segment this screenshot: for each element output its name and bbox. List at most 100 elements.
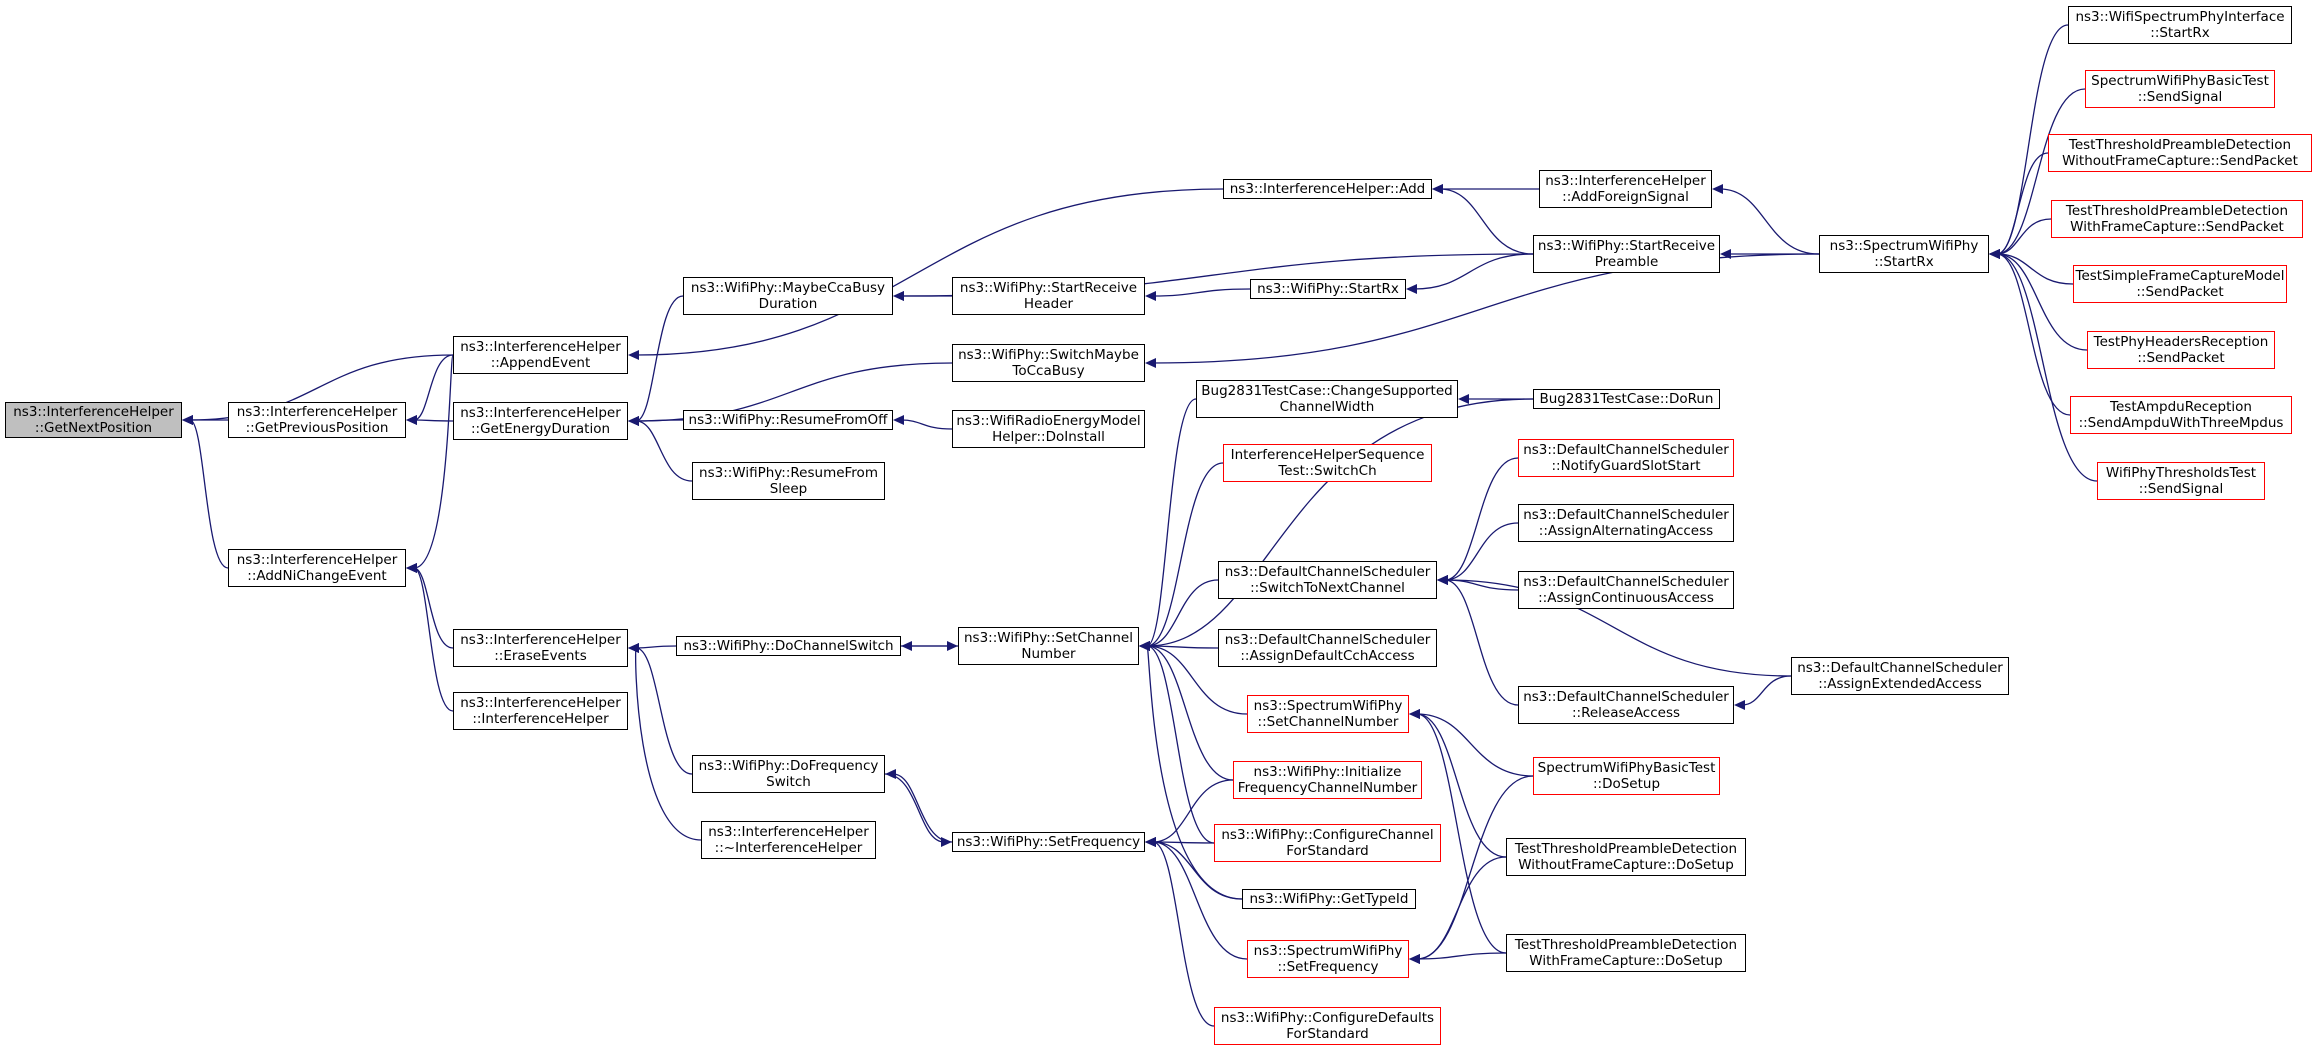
node-label: ns3::WifiPhy::StartReceive bbox=[1537, 238, 1716, 254]
node-bug2831-dorun[interactable]: Bug2831TestCase::DoRun bbox=[1533, 389, 1720, 409]
node-dcs-switchtonextchannel[interactable]: ns3::DefaultChannelScheduler::SwitchToNe… bbox=[1218, 561, 1437, 599]
node-label: Switch bbox=[766, 774, 811, 790]
call-edge-arrowhead bbox=[1712, 184, 1723, 194]
call-edge bbox=[1146, 398, 1197, 647]
node-testsimpleframecapturemodel-sendpacket[interactable]: TestSimpleFrameCaptureModel::SendPacket bbox=[2073, 265, 2287, 303]
node-dcs-notifyguardslotstart[interactable]: ns3::DefaultChannelScheduler::NotifyGuar… bbox=[1518, 439, 1734, 477]
node-resumefromoff[interactable]: ns3::WifiPhy::ResumeFromOff bbox=[683, 410, 893, 430]
call-edge bbox=[884, 773, 945, 843]
node-testphyheadersreception-sendpacket[interactable]: TestPhyHeadersReception::SendPacket bbox=[2087, 331, 2275, 369]
call-edge bbox=[1444, 457, 1519, 581]
node-label: Preamble bbox=[1594, 254, 1659, 270]
call-edge bbox=[413, 419, 454, 422]
node-interferencehelper-add[interactable]: ns3::InterferenceHelper::Add bbox=[1223, 179, 1432, 199]
node-label: ns3::SpectrumWifiPhy bbox=[1829, 238, 1979, 254]
call-edge bbox=[1152, 841, 1243, 900]
node-label: ::AddNiChangeEvent bbox=[247, 568, 387, 584]
node-dcs-assignalternatingaccess[interactable]: ns3::DefaultChannelScheduler::AssignAlte… bbox=[1518, 504, 1734, 542]
node-wifispectrumphyinterface-startrx[interactable]: ns3::WifiSpectrumPhyInterface::StartRx bbox=[2068, 6, 2292, 44]
node-spectrumwifiphy-setfrequency[interactable]: ns3::SpectrumWifiPhy::SetFrequency bbox=[1247, 940, 1409, 978]
node-dcs-assignextendedaccess[interactable]: ns3::DefaultChannelScheduler::AssignExte… bbox=[1791, 657, 2009, 695]
node-spectrumwifiphy-setchannelnumber[interactable]: ns3::SpectrumWifiPhy::SetChannelNumber bbox=[1247, 695, 1409, 733]
node-spectrumwifiphy-startrx[interactable]: ns3::SpectrumWifiPhy::StartRx bbox=[1819, 235, 1989, 273]
call-edge bbox=[1996, 253, 2098, 482]
node-label: ToCcaBusy bbox=[1012, 363, 1085, 379]
node-interferencehelper-ctor[interactable]: ns3::InterferenceHelper::InterferenceHel… bbox=[453, 692, 628, 730]
node-label: TestThresholdPreambleDetection bbox=[1514, 937, 1738, 953]
node-setfrequency[interactable]: ns3::WifiPhy::SetFrequency bbox=[952, 832, 1145, 852]
node-dcs-releaseaccess[interactable]: ns3::DefaultChannelScheduler::ReleaseAcc… bbox=[1518, 686, 1734, 724]
call-edge bbox=[635, 295, 684, 422]
node-appendevent[interactable]: ns3::InterferenceHelper::AppendEvent bbox=[453, 336, 628, 374]
node-label: ::GetNextPosition bbox=[34, 420, 153, 436]
call-edge-arrowhead bbox=[406, 415, 417, 425]
node-dcs-assigndefaultcchaccess[interactable]: ns3::DefaultChannelScheduler::AssignDefa… bbox=[1218, 629, 1437, 667]
node-label: ns3::WifiPhy::StartRx bbox=[1257, 281, 1399, 297]
node-label: ::StartRx bbox=[1874, 254, 1934, 270]
node-spectrumwifiphybasictest-dosetup[interactable]: SpectrumWifiPhyBasicTest::DoSetup bbox=[1533, 757, 1720, 795]
call-edge bbox=[1741, 675, 1792, 706]
node-label: ns3::WifiPhy::ResumeFrom bbox=[699, 465, 878, 481]
node-label: WifiPhyThresholdsTest bbox=[2105, 465, 2257, 481]
node-label: ::NotifyGuardSlotStart bbox=[1551, 458, 1701, 474]
call-edge bbox=[413, 567, 454, 649]
node-label: ns3::WifiPhy::ResumeFromOff bbox=[688, 412, 888, 428]
node-getenergyduration[interactable]: ns3::InterferenceHelper::GetEnergyDurati… bbox=[453, 402, 628, 440]
call-edge bbox=[1996, 253, 2074, 285]
node-label: TestSimpleFrameCaptureModel bbox=[2075, 268, 2285, 284]
node-interferencehelper-dtor[interactable]: ns3::InterferenceHelper::~InterferenceHe… bbox=[701, 821, 876, 859]
node-wifiphy-gettypeid[interactable]: ns3::WifiPhy::GetTypeId bbox=[1242, 889, 1416, 909]
call-edge bbox=[413, 567, 454, 712]
node-addforeignsignal[interactable]: ns3::InterferenceHelper::AddForeignSigna… bbox=[1539, 170, 1712, 208]
node-label: ns3::InterferenceHelper bbox=[1545, 173, 1706, 189]
node-label: ::SendAmpduWithThreeMpdus bbox=[2078, 415, 2284, 431]
call-edge-arrowhead bbox=[893, 291, 904, 301]
call-edge bbox=[634, 647, 702, 841]
call-edge bbox=[1146, 645, 1243, 900]
node-label: ::GetEnergyDuration bbox=[470, 421, 611, 437]
node-label: WithoutFrameCapture::SendPacket bbox=[2062, 153, 2298, 169]
node-label: ns3::WifiPhy::DoChannelSwitch bbox=[683, 638, 894, 654]
node-label: ::EraseEvents bbox=[494, 648, 587, 664]
node-getpreviousposition[interactable]: ns3::InterferenceHelper::GetPreviousPosi… bbox=[228, 402, 406, 438]
call-edge-arrowhead bbox=[1458, 394, 1469, 404]
call-edge bbox=[413, 354, 454, 569]
node-wifiphy-startrx[interactable]: ns3::WifiPhy::StartRx bbox=[1250, 279, 1406, 299]
call-edge bbox=[1152, 288, 1251, 297]
node-label: ns3::WifiSpectrumPhyInterface bbox=[2075, 9, 2285, 25]
node-dochannelswitch[interactable]: ns3::WifiPhy::DoChannelSwitch bbox=[676, 636, 901, 656]
node-label: Bug2831TestCase::DoRun bbox=[1539, 391, 1714, 407]
node-wifiphythresholdstest-sendsignal[interactable]: WifiPhyThresholdsTest::SendSignal bbox=[2097, 462, 2265, 500]
call-edge-arrowhead bbox=[182, 415, 193, 425]
node-label: WithFrameCapture::SendPacket bbox=[2070, 219, 2284, 235]
node-label: ns3::InterferenceHelper bbox=[708, 824, 869, 840]
node-label: ::SendPacket bbox=[2136, 284, 2224, 300]
node-spectrumwifiphybasictest-sendsignal[interactable]: SpectrumWifiPhyBasicTest::SendSignal bbox=[2085, 70, 2275, 108]
call-edge bbox=[1152, 841, 1248, 960]
node-eraseevents[interactable]: ns3::InterferenceHelper::EraseEvents bbox=[453, 629, 628, 667]
node-label: ::~InterferenceHelper bbox=[714, 840, 863, 856]
node-label: ::AppendEvent bbox=[490, 355, 591, 371]
call-edge bbox=[1996, 253, 2071, 416]
node-testampdureception-sendampduwiththreempdus[interactable]: TestAmpduReception::SendAmpduWithThreeMp… bbox=[2070, 396, 2292, 434]
node-addnichangeevent[interactable]: ns3::InterferenceHelper::AddNiChangeEven… bbox=[228, 549, 406, 587]
node-dcs-assigncontinuousaccess[interactable]: ns3::DefaultChannelScheduler::AssignCont… bbox=[1518, 571, 1734, 609]
